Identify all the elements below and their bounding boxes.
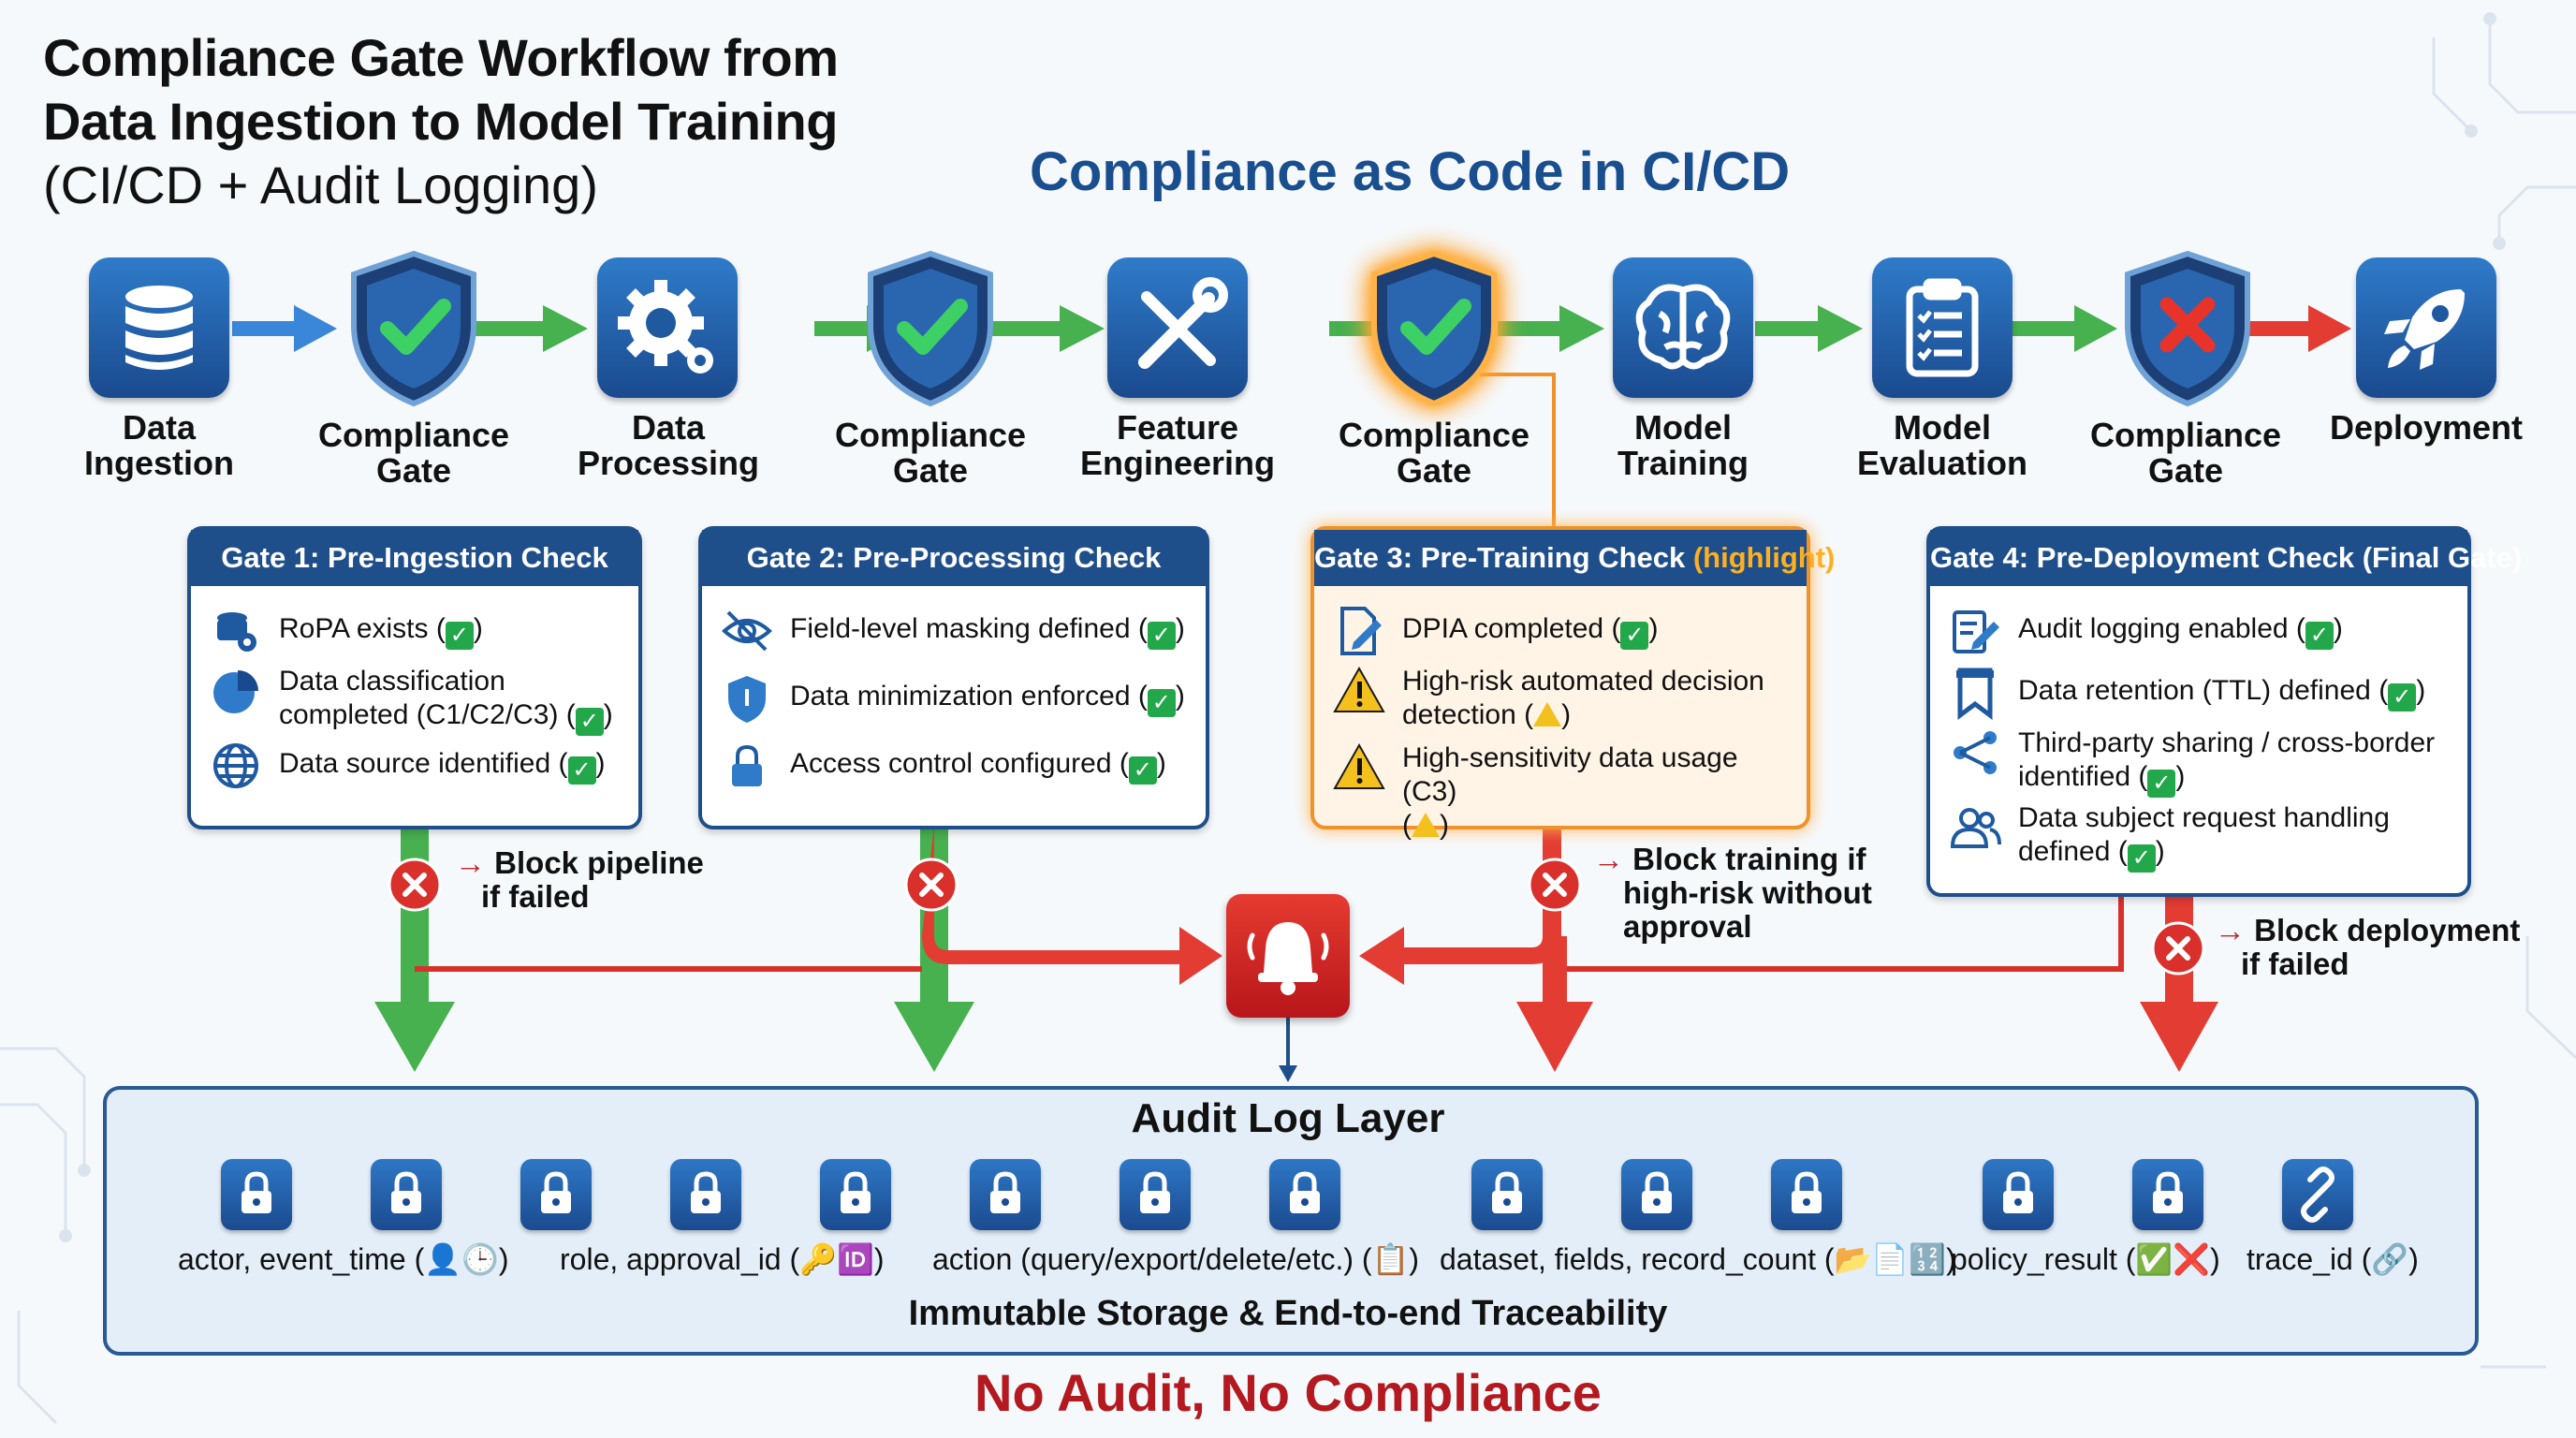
gate-4-header: Gate 4: Pre-Deployment Check (Final Gate…: [1930, 530, 2522, 586]
rocket-icon: [2356, 257, 2496, 398]
fail-x-icon: [1528, 858, 1582, 912]
audit-field-policy: policy_result (✅❌): [1951, 1242, 2220, 1276]
lock-icon: [1771, 1159, 1842, 1230]
title-line-1: Compliance Gate Workflow from: [43, 28, 839, 87]
lock-icon: [1621, 1159, 1692, 1230]
clipboard-icon: [1872, 257, 2012, 398]
audit-footer: Immutable Storage & End-to-end Traceabil…: [908, 1294, 1668, 1333]
audit-title: Audit Log Layer: [1131, 1095, 1445, 1141]
lock-icon: [670, 1159, 741, 1230]
audit-field-dataset: dataset, fields, record_count (📂📄🔢): [1440, 1242, 1956, 1276]
gear-icon: [597, 257, 738, 398]
lock-icon: [520, 1159, 592, 1230]
shield-check-icon: [346, 248, 481, 409]
note-block-training: → Block training if high-risk without ap…: [1593, 842, 1872, 944]
gate-3-card: Gate 3: Pre-Training Check (highlight) D…: [1310, 526, 1835, 841]
subtitle: Compliance as Code in CI/CD: [1030, 141, 1791, 202]
diagram-title: Compliance Gate Workflow from Data Inges…: [43, 26, 839, 217]
eye-off-icon: [722, 610, 772, 652]
gate-2-item-masking: Field-level masking defined (✓): [721, 605, 1196, 657]
gate-1-item-ropa: RoPA exists (✓): [210, 605, 629, 657]
title-line-2: Data Ingestion to Model Training: [43, 92, 838, 151]
lock-icon: [732, 744, 762, 786]
gate-3-item-dpia: DPIA completed (✓): [1333, 605, 1797, 657]
step-label-deployment: Deployment: [2329, 408, 2524, 447]
gate-3-header: Gate 3: Pre-Training Check (highlight): [1314, 530, 1835, 586]
shield-check-icon: [863, 248, 998, 409]
slogan: No Audit, No Compliance: [974, 1363, 1602, 1422]
lock-icon: [1269, 1159, 1340, 1230]
audit-field-actor: actor, event_time (👤🕒): [178, 1242, 509, 1276]
share-icon: [1954, 731, 1997, 774]
brain-icon: [1613, 257, 1753, 398]
audit-field-trace: trace_id (🔗): [2247, 1242, 2419, 1276]
audit-field-action: action (query/export/delete/etc.) (📋): [932, 1242, 1420, 1276]
lock-icon: [820, 1159, 891, 1230]
audit-field-role: role, approval_id (🔑🆔): [560, 1242, 885, 1276]
gate-2-header: Gate 2: Pre-Processing Check: [702, 530, 1206, 586]
fail-x-icon: [388, 858, 442, 912]
lock-icon: [1471, 1159, 1543, 1230]
gate-3-item-sensitivity: High-sensitivity data usage (C3)(): [1333, 741, 1797, 843]
database-gear-icon: [217, 612, 256, 652]
title-line-3: (CI/CD + Audit Logging): [43, 155, 598, 214]
warning-icon: [1333, 666, 1385, 712]
gate-4-item-audit: Audit logging enabled (✓): [1949, 605, 2458, 657]
note-block-pipeline: → Block pipeline if failed: [455, 845, 704, 914]
gate-4-item-retention: Data retention (TTL) defined (✓): [1949, 667, 2458, 720]
alarm-bell-icon: [1226, 894, 1350, 1018]
lock-icon: [371, 1159, 442, 1230]
gate-2-card: Gate 2: Pre-Processing Check Field-level…: [698, 526, 1209, 829]
users-icon: [1950, 808, 2001, 848]
gate-4-card: Gate 4: Pre-Deployment Check (Final Gate…: [1926, 526, 2522, 897]
lock-icon: [1120, 1159, 1191, 1230]
document-edit-icon: [1340, 607, 1382, 655]
chain-link-icon: [2282, 1159, 2353, 1230]
shield-check-icon: [1367, 248, 1501, 409]
lock-icon: [970, 1159, 1041, 1230]
lock-icon: [2132, 1159, 2203, 1230]
lock-icon: [1983, 1159, 2054, 1230]
gate-2-item-access: Access control configured (✓): [721, 740, 1196, 792]
warning-icon: [1333, 742, 1385, 789]
tools-icon: [1107, 257, 1248, 398]
gate-1-card: Gate 1: Pre-Ingestion Check RoPA exists …: [187, 526, 642, 829]
log-edit-icon: [1953, 610, 1999, 653]
lock-icon: [221, 1159, 292, 1230]
globe-icon: [213, 743, 258, 788]
gate-1-header: Gate 1: Pre-Ingestion Check: [191, 530, 638, 586]
fail-x-icon: [904, 858, 959, 912]
shield-x-icon: [2120, 248, 2255, 409]
gate-1-item-source: Data source identified (✓): [210, 740, 629, 792]
bookmark-icon: [1956, 668, 1994, 720]
flow-arrow-1: [232, 305, 337, 352]
shield-icon: [728, 676, 766, 723]
note-block-deployment: → Block deployment if failed: [2215, 913, 2521, 981]
fail-x-icon: [2151, 921, 2205, 976]
gate-2-item-minimization: Data minimization enforced (✓): [721, 672, 1196, 725]
pie-chart-icon: [213, 670, 258, 713]
database-icon: [89, 257, 229, 398]
